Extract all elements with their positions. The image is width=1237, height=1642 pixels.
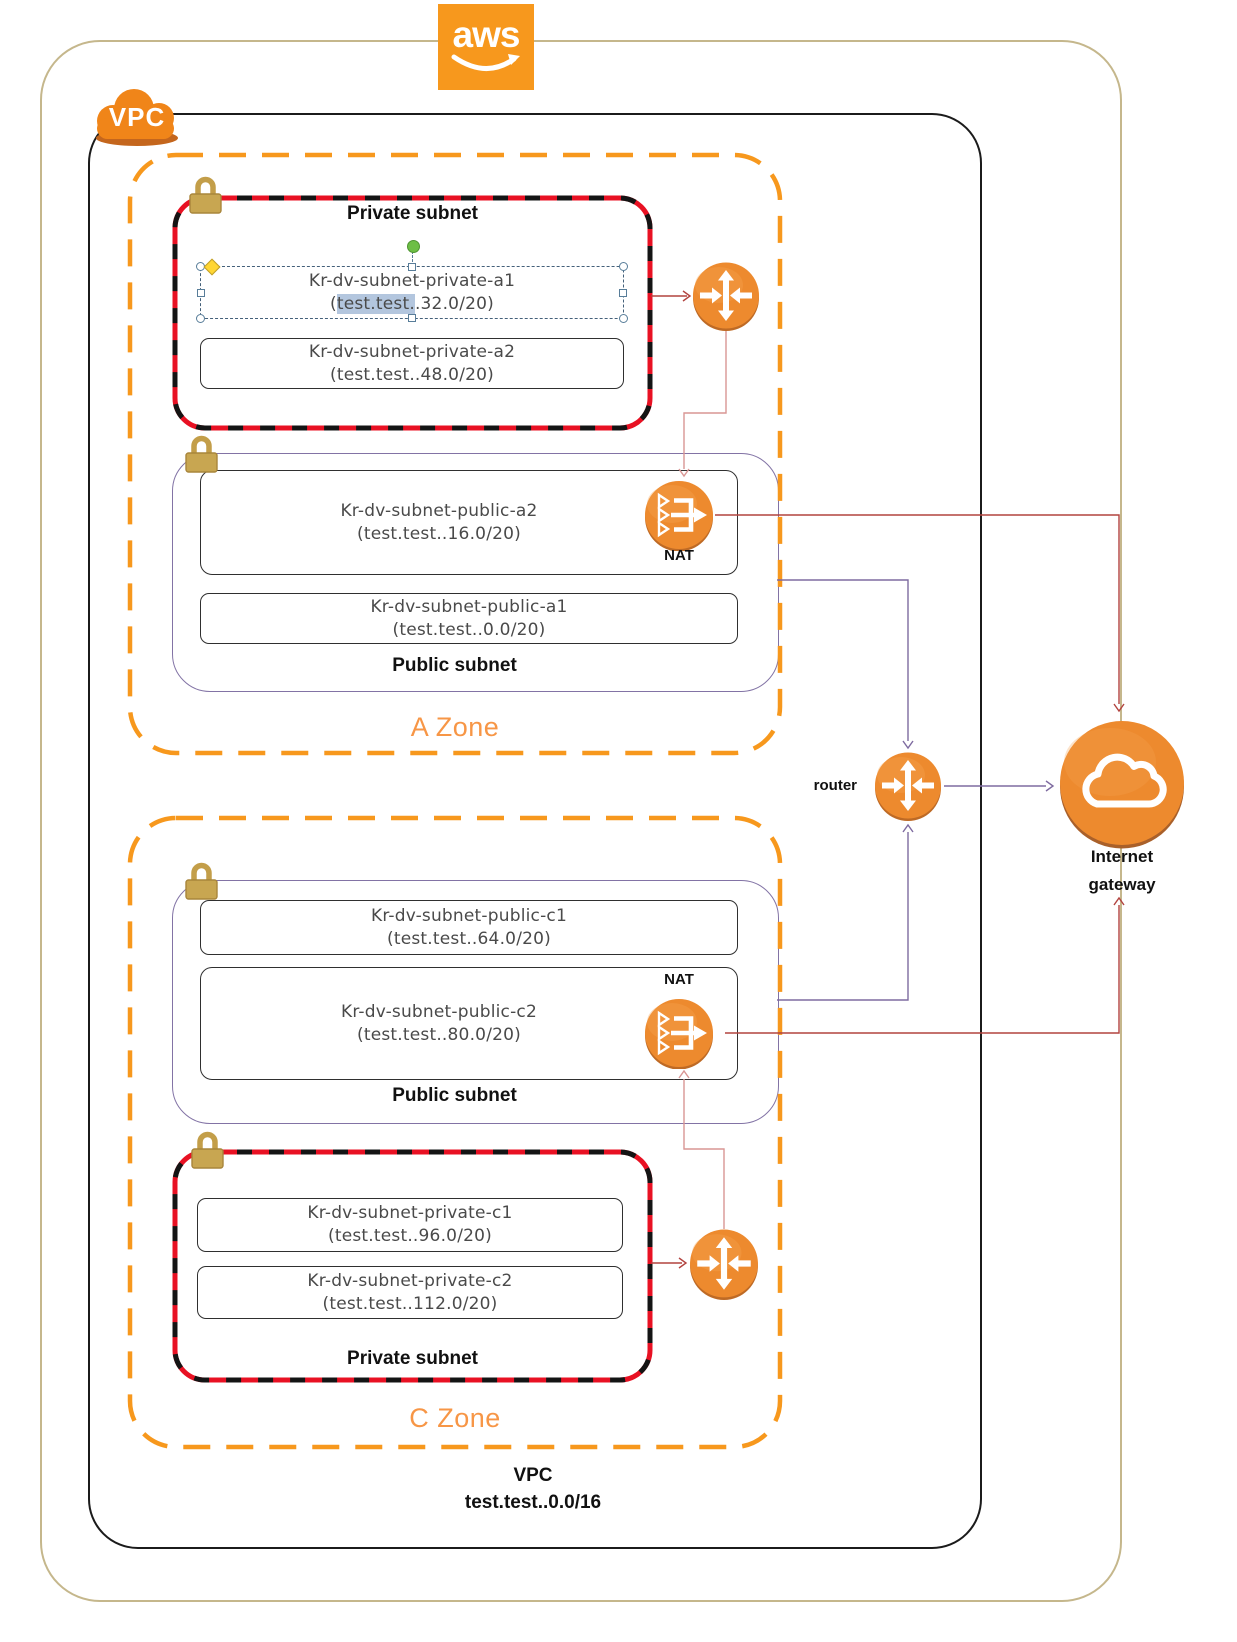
public-subnet-c-title: Public subnet (392, 1085, 517, 1106)
router-a-icon[interactable] (691, 261, 761, 331)
subnet-box-private-c1[interactable]: Kr-dv-subnet-private-c1 (test.test..96.0… (197, 1198, 623, 1252)
lock-icon-public-a (185, 435, 218, 473)
resize-handle-top-right[interactable] (619, 262, 628, 271)
resize-handle-right[interactable] (619, 288, 627, 297)
nat-c-label: NAT (664, 971, 694, 988)
vpc-icon-label: VPC (108, 102, 166, 132)
private-subnet-c-title: Private subnet (347, 1348, 478, 1369)
a-zone-label: A Zone (410, 712, 500, 742)
vpc-footer-cidr: test.test..0.0/16 (464, 1492, 602, 1513)
router-label: router (813, 777, 857, 794)
nat-a-label: NAT (664, 547, 694, 564)
subnet-cidr: (test.test..64.0/20) (387, 928, 551, 949)
subnet-name: Kr-dv-subnet-private-c2 (307, 1270, 513, 1291)
private-subnet-a-title: Private subnet (347, 203, 478, 224)
cidr-post: .32.0/20) (414, 293, 494, 314)
resize-handle-bottom-left[interactable] (196, 314, 205, 323)
vpc-boundary (88, 113, 982, 1549)
lock-icon-public-c (185, 862, 218, 900)
subnet-cidr: (test.test..0.0/20) (392, 619, 546, 640)
subnet-name: Kr-dv-subnet-public-c1 (370, 905, 567, 926)
subnet-cidr: (test.test..48.0/20) (330, 364, 494, 385)
c-zone-label: C Zone (409, 1403, 501, 1433)
cidr-highlighted-text: test.test. (336, 293, 415, 314)
resize-handle-bottom-right[interactable] (619, 314, 628, 323)
lock-icon-private-a (189, 176, 222, 214)
resize-handle-top[interactable] (408, 263, 416, 271)
nat-gateway-c-icon[interactable] (643, 997, 715, 1069)
nat-gateway-a-icon[interactable] (643, 479, 715, 551)
cidr-pre: ( (329, 293, 337, 314)
subnet-cidr: (test.test..32.0/20) (201, 293, 623, 316)
vpc-footer-label: VPC test.test..0.0/16 (88, 1462, 978, 1516)
rotation-handle[interactable] (406, 240, 420, 253)
resize-handle-left[interactable] (197, 288, 205, 297)
subnet-box-private-a1-selected[interactable]: Kr-dv-subnet-private-a1 (test.test..32.0… (196, 240, 628, 323)
aws-logo-text: aws (452, 14, 521, 55)
internet-gateway-icon[interactable] (1056, 718, 1188, 850)
aws-logo: aws (438, 4, 534, 90)
subnet-name: Kr-dv-subnet-public-a1 (370, 596, 568, 617)
internet-gateway-label: Internet gateway (1088, 847, 1156, 894)
subnet-name: Kr-dv-subnet-private-c1 (307, 1203, 513, 1223)
aws-smile-icon (451, 54, 520, 71)
subnet-name: Kr-dv-subnet-private-a1 (308, 270, 516, 291)
lock-icon-private-c (191, 1131, 224, 1169)
subnet-name: Kr-dv-subnet-private-a2 (308, 341, 516, 362)
router-icon[interactable] (873, 751, 943, 821)
subnet-box-public-c1[interactable]: Kr-dv-subnet-public-c1 (test.test..64.0/… (200, 900, 738, 955)
public-subnet-a-title: Public subnet (392, 655, 517, 676)
subnet-cidr: (test.test..96.0/20) (328, 1226, 492, 1246)
subnet-box-private-a2[interactable]: Kr-dv-subnet-private-a2 (test.test..48.0… (200, 338, 624, 389)
router-c-icon[interactable] (688, 1228, 760, 1300)
subnet-box-public-a1[interactable]: Kr-dv-subnet-public-a1 (test.test..0.0/2… (200, 593, 738, 644)
subnet-box-private-c2[interactable]: Kr-dv-subnet-private-c2 (test.test..112.… (197, 1266, 623, 1319)
resize-handle-bottom[interactable] (408, 314, 416, 322)
vpc-footer-title: VPC (513, 1465, 553, 1486)
vpc-cloud-icon[interactable]: VPC (90, 82, 184, 148)
subnet-cidr: (test.test..112.0/20) (322, 1293, 498, 1314)
